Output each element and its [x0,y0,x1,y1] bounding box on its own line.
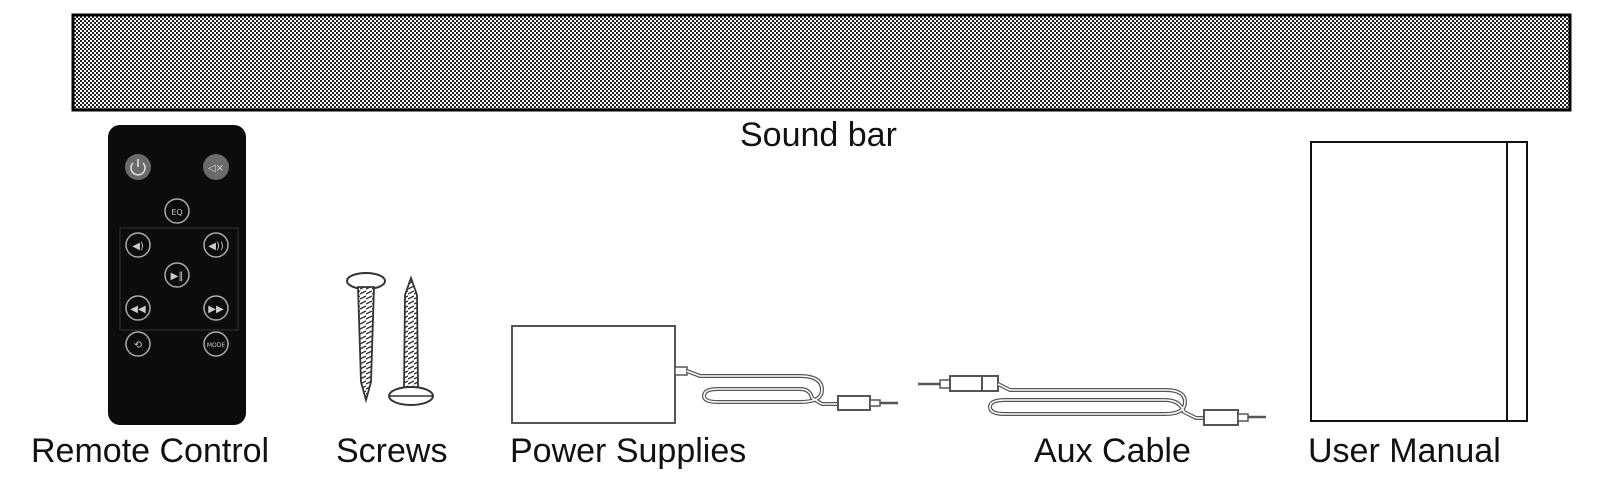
user-manual-image [1310,141,1528,422]
svg-text:▶▶: ▶▶ [208,304,224,315]
sound-bar-label: Sound bar [740,116,897,154]
next-icon [203,295,229,321]
volume-down-icon [125,232,151,258]
previous-icon [125,295,151,321]
svg-text:◀)): ◀)) [208,241,224,252]
svg-text:⟲: ⟲ [134,340,143,351]
volume-up-icon [203,232,229,258]
power-supply-image [511,325,898,424]
power-supplies-label: Power Supplies [510,432,747,470]
play-pause-icon [164,262,190,288]
screws-label: Screws [336,432,448,470]
mute-icon [203,154,229,180]
svg-text:◀◀: ◀◀ [130,304,146,315]
aux-cable-image [918,375,1266,426]
screws-image [346,272,434,406]
mode-button-label: MODE [207,342,226,349]
aux-cable-label: Aux Cable [1034,432,1191,470]
svg-text:▶‖: ▶‖ [171,271,184,282]
remote-control-label: Remote Control [31,432,270,470]
repeat-icon [125,331,151,357]
eq-button-label: EQ [171,208,182,217]
svg-text:◀): ◀) [132,241,144,252]
remote-control-image: ◁× EQ ◀) ◀)) ▶‖ ◀◀ ▶▶ ⟲ MODE [108,125,246,425]
user-manual-label: User Manual [1308,432,1501,470]
svg-text:◁×: ◁× [208,163,224,174]
sound-bar-image [71,13,1572,112]
